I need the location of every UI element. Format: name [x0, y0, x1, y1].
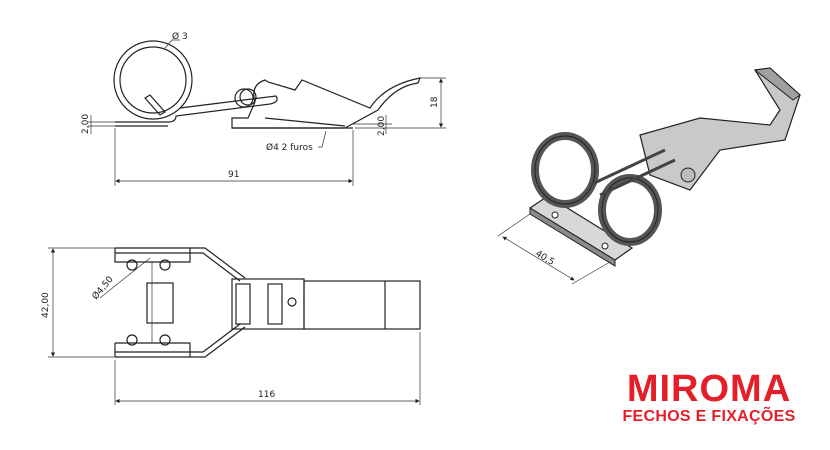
height-dimension: 18	[430, 96, 440, 108]
leader-line	[164, 39, 180, 49]
holes-leader	[318, 130, 327, 148]
width-dimension: 42,00	[41, 292, 51, 318]
holes-label: Ø4 2 furos	[266, 142, 313, 153]
logo-brand: MIROMA	[626, 368, 792, 410]
hole-leader	[99, 257, 151, 299]
plate-width-dimension: 40,5	[533, 249, 555, 268]
plate-thickness-left: 2,00	[81, 114, 91, 134]
side-view: Ø 3 91 18 2,00 2,00 Ø4 2 furos	[81, 31, 446, 186]
miroma-logo: MIROMA FECHOS E FIXAÇÕES	[614, 370, 804, 426]
iso-view: 40,5	[497, 67, 801, 285]
length-dimension-top: 116	[258, 390, 275, 400]
logo-tagline: FECHOS E FIXAÇÕES	[622, 408, 796, 425]
length-dimension: 91	[228, 170, 239, 180]
top-view: 42,00 Ø4,50 116	[41, 247, 421, 405]
plate-thickness-right: 2,00	[377, 116, 387, 136]
hole-diameter-label: Ø4,50	[90, 274, 116, 302]
coil-diameter-label: Ø 3	[172, 31, 188, 42]
